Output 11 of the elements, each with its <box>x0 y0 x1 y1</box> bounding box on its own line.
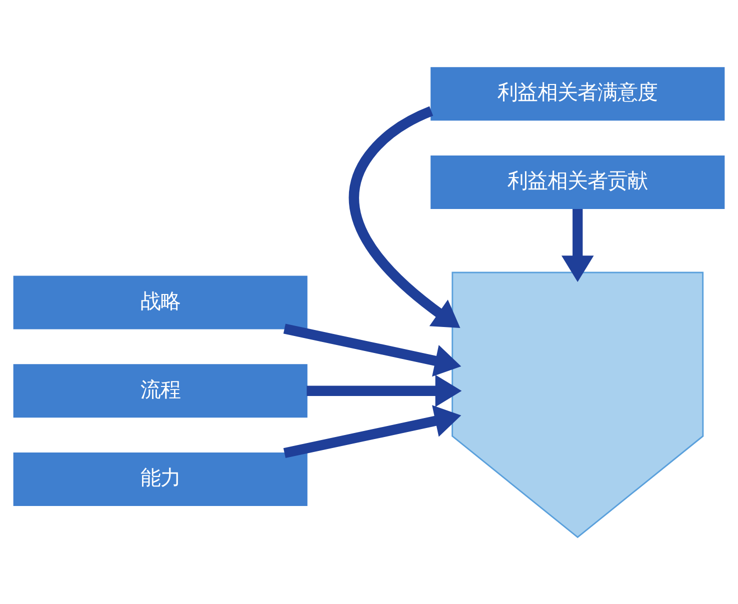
node-box: 流程 <box>13 364 308 418</box>
node-prism <box>452 271 704 538</box>
arrow <box>283 404 462 458</box>
arrow <box>349 106 460 328</box>
node-box: 利益相关者满意度 <box>430 66 725 120</box>
node-box: 战略 <box>13 275 308 329</box>
node-box: 能力 <box>13 452 308 506</box>
node-box: 利益相关者贡献 <box>430 154 725 209</box>
arrow <box>283 323 462 376</box>
arrow <box>306 374 462 407</box>
arrow <box>561 208 594 282</box>
